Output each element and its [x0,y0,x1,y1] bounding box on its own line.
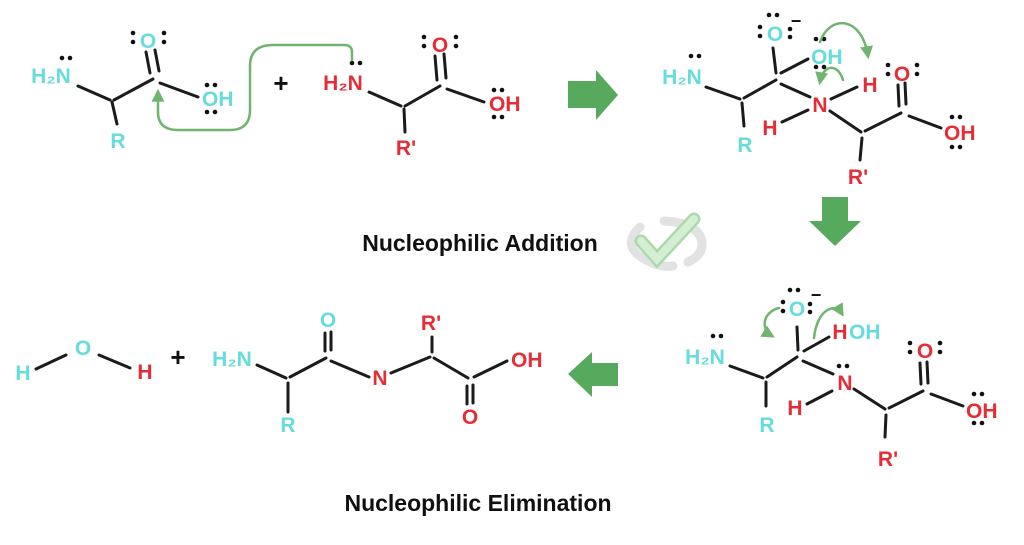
side-chain-2-label: R' [421,312,441,335]
hydroxyl-label: OH [811,46,843,69]
intermediate-addition: H₂N O − OH H N H R R' O OH [662,11,975,189]
amide-n-label: N [812,94,827,117]
mechanism-arrow-n-attack [151,43,354,132]
intermediate-elimination-bonds [728,325,965,439]
mechanism-arrow-oh-to-h [818,21,873,60]
lone-pair-dots [349,34,505,120]
side-chain-label: R [737,134,752,157]
water-o-label: O [75,337,91,360]
water-h-right-label: H [137,361,152,384]
hydroxyl-label: OH [202,88,234,111]
amine-label: H₂N [685,346,725,369]
intermediate-addition-bonds [704,46,943,162]
amide-h-label: H [762,117,777,140]
carbonyl-o-label: O [432,34,448,57]
carbonyl-o-label: O [140,30,156,53]
mechanism-arrow-o-reform [760,306,781,338]
checkmark-icon [626,212,707,271]
carboxyl-oh-label: OH [966,400,998,423]
hydroxyl-label: OH [511,349,543,372]
lone-pair-dots [59,30,218,115]
dipeptide-product: H₂N R O N R' O OH [212,309,542,437]
peptide-o-label: O [320,309,336,332]
carbonyl-o-label: O [917,340,933,363]
carboxyl-oh-label: OH [944,122,976,145]
side-chain-2-label: R' [848,166,868,189]
amino-acid-1: H₂N O OH R [31,30,233,153]
side-chain-label: R' [396,137,416,160]
amine-label: H₂N [31,65,71,88]
water-bonds [34,353,132,371]
reaction-arrow-right [568,70,618,120]
reaction-arrow-left [568,352,618,397]
amino-acid-2-bonds [367,52,486,134]
alkoxide-o-label: O [789,298,805,321]
step-label-elimination: Nucleophilic Elimination [344,490,611,516]
plus-sign-1: + [273,68,288,98]
negative-charge: − [791,11,802,31]
lone-pair-dots [688,12,963,150]
amine-label: H₂N [323,72,363,95]
transfer-h-label: H [862,74,877,97]
intermediate-elimination: H₂N O − H OH N H R R' O OH [685,285,997,471]
water-h-left-label: H [15,362,30,385]
amine-label: H₂N [662,66,702,89]
plus-sign-2: + [170,342,185,372]
amide-n-label: N [372,367,387,390]
mechanism-arrow-nh-to-n [815,66,845,86]
carbonyl-o-label: O [462,406,478,429]
alkoxide-o-label: O [767,23,783,46]
amide-n-label: N [837,372,852,395]
reaction-arrow-down [809,197,861,246]
amino-acid-1-bonds [76,48,200,126]
step-label-addition: Nucleophilic Addition [362,230,598,256]
side-chain-label: R [110,130,125,153]
water-molecule: H O H [15,337,152,385]
lone-pair-dots [710,287,985,426]
leaving-oh-label: OH [849,321,881,344]
leaving-h-label: H [832,321,847,344]
hydroxyl-label: OH [489,93,521,116]
amino-acid-2: H₂N O OH R' [323,34,520,160]
dipeptide-bonds [255,330,509,414]
amide-h-label: H [787,397,802,420]
side-chain-label: R [280,414,295,437]
amine-label: H₂N [212,348,252,371]
side-chain-label: R [759,414,774,437]
mechanism-arrow-water-leave [812,302,844,340]
side-chain-2-label: R' [878,448,898,471]
negative-charge: − [811,285,822,305]
carbonyl-o-label: O [894,63,910,86]
